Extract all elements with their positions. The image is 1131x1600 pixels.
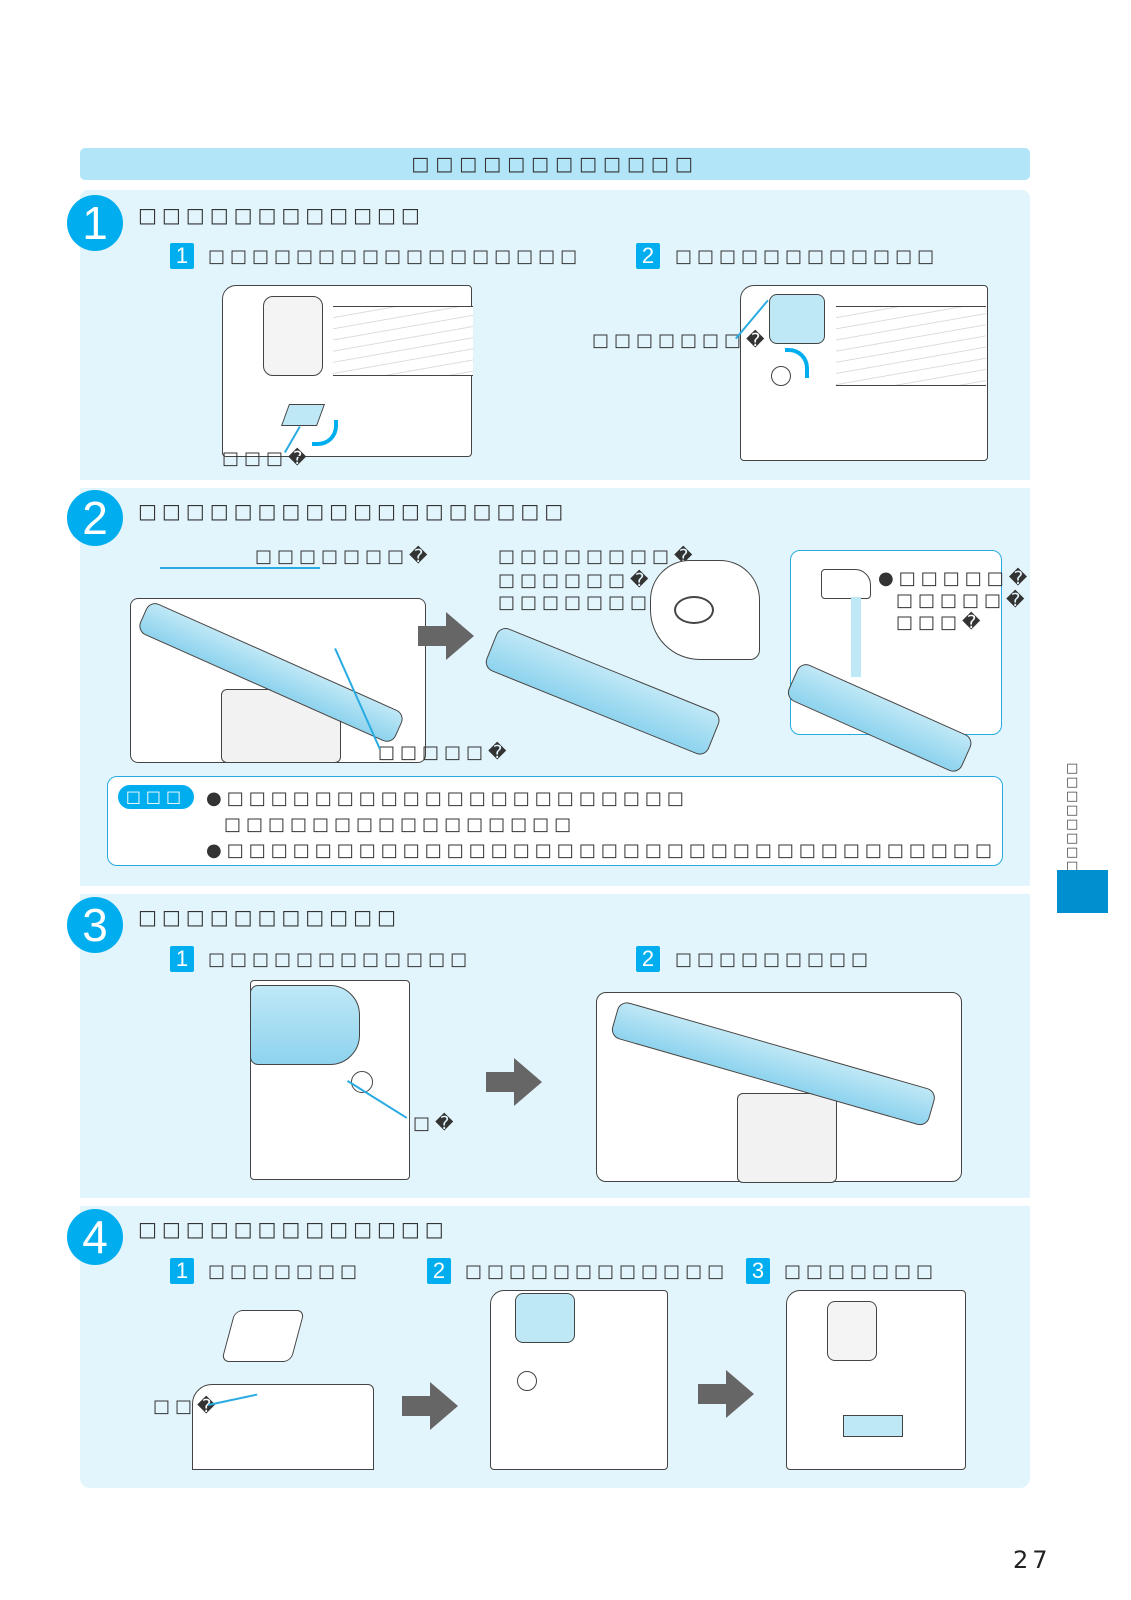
step-4-sub-1-text: □□□□□□□ [208, 1261, 363, 1282]
step-4-sub-1-badge: 1 [170, 1258, 194, 1284]
step-4-title: □□□□□□□□□□□□□ [138, 1217, 449, 1241]
water-stream [851, 597, 861, 677]
callout-leader-line [160, 567, 320, 569]
step-1-title: □□□□□□□□□□□□ [138, 203, 425, 227]
step-2-title: □□□□□□□□□□□□□□□□□□ [138, 499, 569, 523]
note-line-1: ●□□□□□□□□□□□□□□□□□□□□□ [206, 788, 689, 809]
step-1-sub-2-badge: 2 [636, 243, 660, 269]
rotate-arrow-icon [312, 420, 338, 446]
cleaner-head-illustration-2 [740, 285, 988, 461]
note-line-2: □□□□□□□□□□□□□□□□ [224, 814, 577, 835]
step-4-sub-2-text: □□□□□□□□□□□□ [465, 1261, 730, 1282]
step-3-sub-2-text: □□□□□□□□□ [675, 949, 874, 970]
cover-callout: □□□� [222, 448, 312, 469]
step-3-badge: 3 [67, 897, 123, 953]
step-4-sub-3-badge: 3 [746, 1258, 770, 1284]
note-box [107, 776, 1003, 866]
cleaner-head-partial-illustration [192, 1384, 374, 1470]
note-line-3: ●□□□□□□□□□□□□□□□□□□□□□□□□□□□□□□□□□□□ [206, 840, 997, 861]
step-4-badge: 4 [67, 1209, 123, 1265]
lift-arrow-icon [785, 348, 809, 378]
step-3-title: □□□□□□□□□□□ [138, 905, 401, 929]
cleaner-head-illustration [222, 285, 473, 457]
washing-note-1: ●□□□□□� [878, 568, 1033, 589]
next-arrow-icon [486, 1058, 542, 1106]
step-3-sub-1-text: □□□□□□□□□□□□ [208, 949, 473, 970]
step-1-badge: 1 [67, 195, 123, 251]
chapter-side-label: □□□□□□□□ [1066, 761, 1079, 874]
hair-callout: □□□□□� [378, 742, 512, 763]
section-title-bar: □□□□□□□□□□□□ [80, 148, 1030, 180]
faucet-icon [821, 569, 871, 599]
scissors-callout-2: □□□□□□� [498, 570, 654, 591]
step-1-sub-1-badge: 1 [170, 243, 194, 269]
scissors-callout-3: □□□□□□□� [498, 592, 676, 613]
next-arrow-icon [402, 1382, 458, 1430]
scissors-callout-1: □□□□□□□□� [498, 546, 698, 567]
section-title: □□□□□□□□□□□□ [411, 153, 699, 175]
shaft-callout: □� [413, 1113, 459, 1134]
next-arrow-icon [418, 612, 474, 660]
washing-note-3: □□□� [896, 612, 986, 633]
step-3-sub-1-badge: 1 [170, 946, 194, 972]
chapter-side-tab [1057, 870, 1108, 913]
end-cap-callout: □□□□□□□� [592, 330, 770, 351]
step-4-sub-3-text: □□□□□□□ [784, 1261, 939, 1282]
page-number: 27 [1013, 1546, 1052, 1574]
scissors-icon [674, 596, 714, 624]
end-cap-part-illustration [221, 1310, 305, 1362]
step-4-sub-2-badge: 2 [427, 1258, 451, 1284]
washing-illustration-box [784, 550, 1002, 775]
roller-callout: □□□□□□□� [255, 546, 433, 567]
cover-close-illustration [786, 1290, 966, 1470]
next-arrow-icon [698, 1370, 754, 1418]
step-3-sub-2-badge: 2 [636, 946, 660, 972]
step-1-sub-2-text: □□□□□□□□□□□□ [675, 246, 940, 267]
step-2-badge: 2 [67, 490, 123, 546]
tab-callout: □□� [153, 1396, 221, 1417]
washing-note-2: □□□□□� [896, 590, 1030, 611]
cap-attach-illustration [490, 1290, 668, 1470]
brush-roller-end [250, 985, 360, 1065]
note-tag: □□□ [118, 785, 194, 809]
step-1-sub-1-text: □□□□□□□□□□□□□□□□□ [208, 246, 583, 267]
